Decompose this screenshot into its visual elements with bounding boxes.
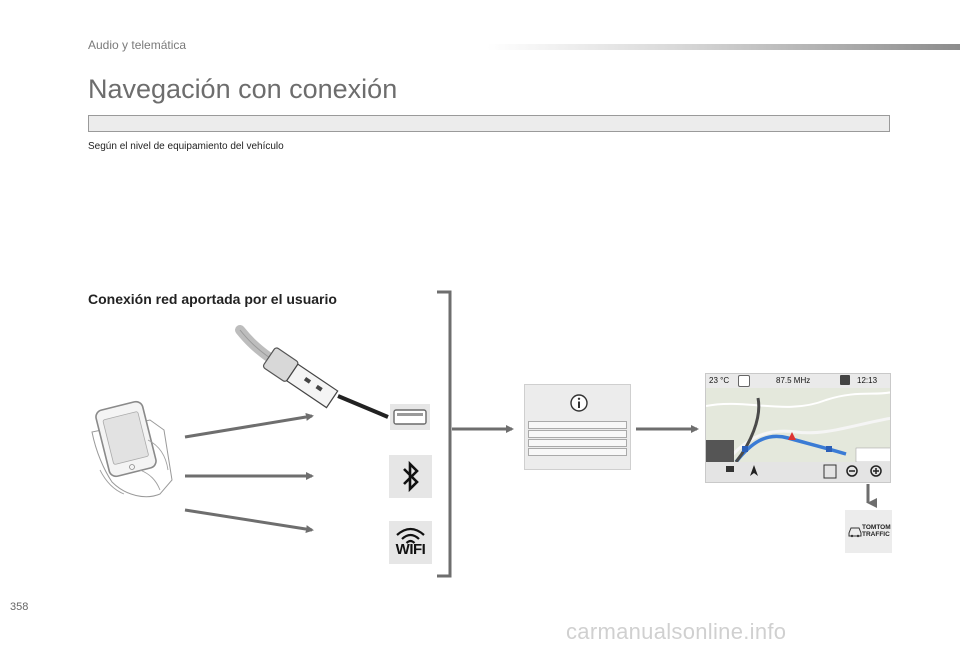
zoom-in-icon bbox=[870, 465, 882, 477]
wifi-icon bbox=[396, 527, 425, 544]
navigation-screen: 23 °C 87.5 MHz 12:13 bbox=[705, 373, 891, 483]
info-row bbox=[528, 448, 627, 456]
screen-navigation-bar bbox=[706, 462, 890, 482]
flag-icon bbox=[726, 466, 734, 472]
wifi-label: WIFI bbox=[395, 541, 426, 558]
tomtom-traffic-tile: TOMTOM TRAFFIC bbox=[845, 510, 892, 553]
screen-status-bar: 23 °C 87.5 MHz 12:13 bbox=[706, 374, 890, 388]
compass-icon bbox=[750, 465, 758, 476]
info-row bbox=[528, 439, 627, 447]
usb-port-icon bbox=[393, 409, 427, 425]
media-icon bbox=[840, 375, 850, 385]
info-row bbox=[528, 421, 627, 429]
wifi-tile bbox=[389, 521, 432, 564]
info-panel bbox=[524, 384, 631, 470]
header-gradient-bar bbox=[487, 44, 960, 50]
page-number: 358 bbox=[10, 601, 29, 613]
title-underline-strip bbox=[88, 115, 890, 132]
menu-icon bbox=[823, 464, 837, 479]
watermark: carmanualsonline.info bbox=[566, 619, 787, 644]
bluetooth-icon bbox=[403, 460, 419, 493]
section-label: Audio y telemática bbox=[88, 38, 187, 52]
temperature-readout: 23 °C bbox=[709, 376, 730, 385]
info-row bbox=[528, 430, 627, 438]
info-icon bbox=[570, 394, 588, 412]
car-icon bbox=[848, 527, 862, 538]
smartphone-hand-icon bbox=[91, 400, 173, 498]
usb-cable-icon bbox=[235, 325, 389, 419]
zoom-out-icon bbox=[846, 465, 858, 477]
arrow-to-wifi bbox=[184, 508, 314, 534]
arrow-to-usb bbox=[184, 413, 314, 439]
map-view bbox=[706, 388, 890, 462]
page-subtitle: Según el nivel de equipamiento del vehíc… bbox=[88, 141, 284, 152]
diagram-heading: Conexión red aportada por el usuario bbox=[88, 291, 337, 307]
grouping-bracket bbox=[437, 290, 452, 578]
tomtom-traffic-label: TOMTOM TRAFFIC bbox=[862, 524, 891, 538]
clock-readout: 12:13 bbox=[857, 376, 878, 385]
radio-frequency: 87.5 MHz bbox=[776, 376, 811, 385]
navigation-icon bbox=[738, 375, 750, 387]
bluetooth-tile bbox=[389, 455, 432, 498]
page-title: Navegación con conexión bbox=[88, 74, 398, 104]
